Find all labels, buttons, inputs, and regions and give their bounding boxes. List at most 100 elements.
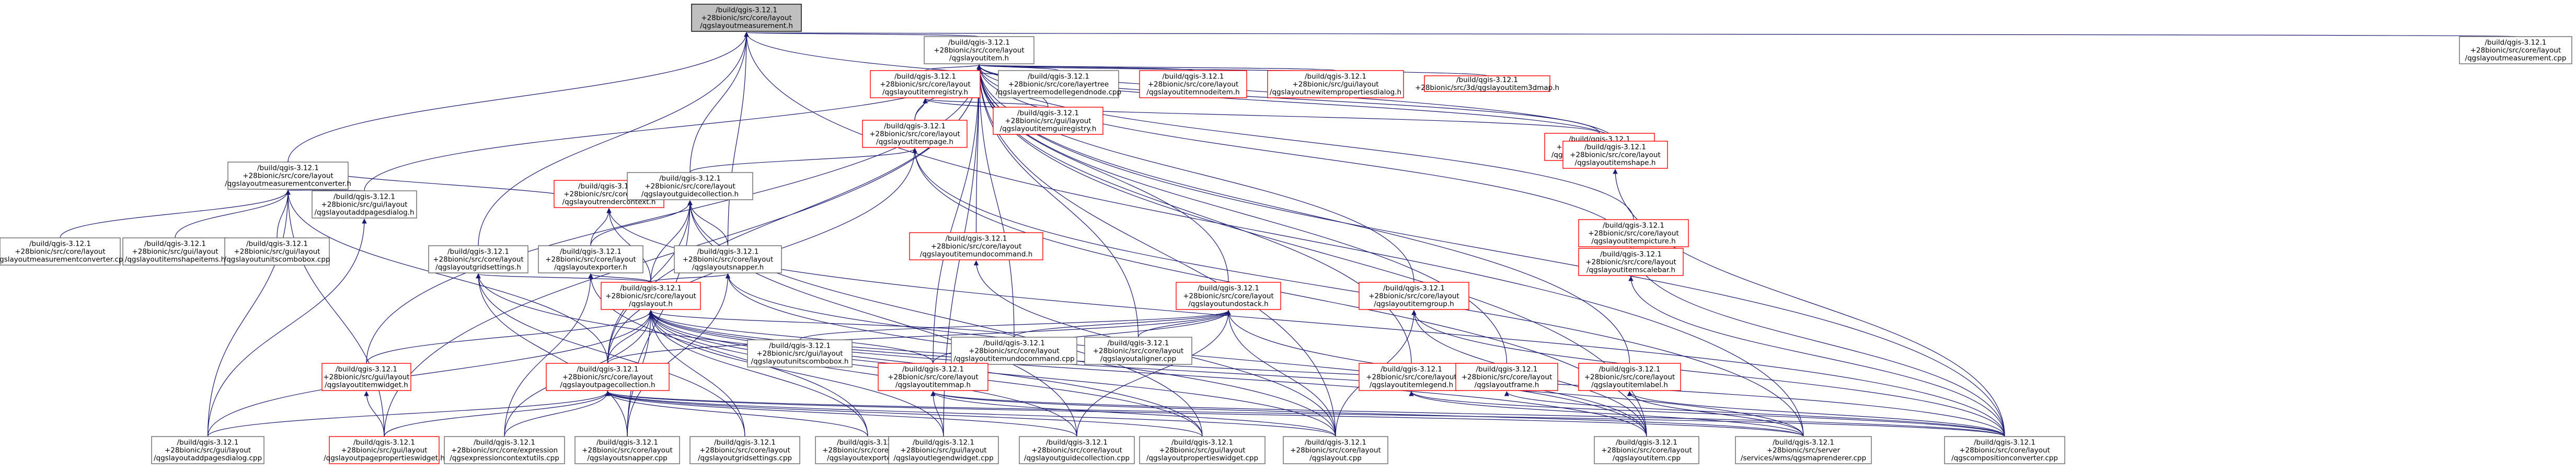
file-node[interactable]: /build/qgis-3.12.1+28bionic/src/core/lay… <box>538 245 643 273</box>
file-node[interactable]: /build/qgis-3.12.1+28bionic/src/core/lay… <box>428 245 528 273</box>
file-node[interactable]: /build/qgis-3.12.1+28bionic/src/core/lay… <box>862 120 968 148</box>
file-node[interactable]: /build/qgis-3.12.1+28bionic/src/core/lay… <box>909 232 1043 260</box>
dependency-edge <box>476 273 745 437</box>
file-node[interactable]: /build/qgis-3.12.1+28bionic/src/core/lay… <box>878 363 988 391</box>
file-node[interactable]: /build/qgis-3.12.1+28bionic/src/core/lay… <box>689 436 800 464</box>
file-node[interactable]: /build/qgis-3.12.1+28bionic/src/core/exp… <box>444 436 565 464</box>
file-node[interactable]: /build/qgis-3.12.1+28bionic/src/core/lay… <box>1084 337 1192 365</box>
dependency-edge <box>744 32 980 38</box>
file-node-label: +28bionic/src/core/layout <box>888 373 979 382</box>
dependency-edge <box>384 391 611 437</box>
dependency-edge <box>588 273 651 283</box>
dependency-edge <box>923 98 1049 108</box>
file-node-label: /qgslayoutitemundocommand.h <box>920 250 1033 259</box>
file-node-label: /qgslayoutmeasurementconverter.h <box>225 180 351 188</box>
file-node[interactable]: /build/qgis-3.12.1+28bionic/src/3d/qgsla… <box>1415 75 1559 92</box>
file-node[interactable]: /build/qgis-3.12.1+28bionic/src/gui/layo… <box>321 363 411 391</box>
file-node[interactable]: /build/qgis-3.12.1+28bionic/src/gui/layo… <box>324 436 445 464</box>
file-node[interactable]: /build/qgis-3.12.1+28bionic/src/gui/layo… <box>993 107 1103 135</box>
file-node[interactable]: /build/qgis-3.12.1+28bionic/src/core/lay… <box>2459 36 2572 64</box>
file-node[interactable]: /build/qgis-3.12.1+28bionic/src/core/lay… <box>546 363 670 391</box>
file-node-label: /qgslayoutitemundocommand.cpp <box>953 355 1075 363</box>
file-node[interactable]: /build/qgis-3.12.1+28bionic/src/gui/layo… <box>747 339 853 368</box>
file-node-label: /services/wms/qgsmaprenderer.cpp <box>1741 454 1866 463</box>
file-node[interactable]: /build/qgis-3.12.1+28bionic/src/gui/layo… <box>122 237 228 266</box>
file-node-label: /qgslayoutguidecollection.h <box>641 190 739 199</box>
file-node-label: /build/qgis-3.12.1 <box>246 240 308 248</box>
file-node-box <box>1944 436 2065 464</box>
file-node-label: /build/qgis-3.12.1 <box>894 73 956 81</box>
file-node[interactable]: /build/qgis-3.12.1+28bionic/src/core/lay… <box>0 237 128 266</box>
file-node-box <box>122 237 228 266</box>
file-node[interactable]: /build/qgis-3.12.1+28bionic/src/core/lay… <box>996 70 1121 98</box>
file-node[interactable]: /build/qgis-3.12.1+28bionic/src/gui/layo… <box>151 436 264 464</box>
file-node-label: /qgslayoutitem.h <box>949 54 1009 63</box>
dependency-edge <box>1504 391 2005 437</box>
file-node-label: +28bionic/src/core/layout <box>645 182 735 191</box>
file-node-label: +28bionic/src/gui/layout <box>323 373 409 382</box>
file-node[interactable]: /build/qgis-3.12.1+28bionic/src/gui/layo… <box>224 237 330 266</box>
file-node[interactable]: /build/qgis-3.12.1+28bionic/src/gui/layo… <box>1139 436 1266 464</box>
file-node[interactable]: /build/qgis-3.12.1+28bionic/src/gui/layo… <box>312 190 417 219</box>
file-node-box <box>329 436 440 464</box>
file-node[interactable]: /build/qgis-3.12.1+28bionic/src/core/lay… <box>225 162 351 190</box>
file-node-box <box>951 337 1077 365</box>
file-node-label: /qgslayoutlegendwidget.cpp <box>893 454 993 463</box>
file-node-label: +28bionic/src/3d/qgslayoutitem3dmap.h <box>1415 84 1559 92</box>
file-node[interactable]: /build/qgis-3.12.1+28bionic/src/core/lay… <box>1578 219 1689 247</box>
file-node-label: /build/qgis-3.12.1 <box>1305 439 1366 447</box>
file-node-label: /build/qgis-3.12.1 <box>983 339 1045 348</box>
file-node[interactable]: /build/qgis-3.12.1+28bionic/src/core/lay… <box>1019 436 1135 464</box>
file-node[interactable]: /build/qgis-3.12.1+28bionic/src/core/lay… <box>627 172 753 200</box>
file-node-label: /build/qgis-3.12.1 <box>334 193 395 201</box>
file-node-label: +28bionic/src/gui/layout <box>132 248 218 256</box>
file-node[interactable]: /build/qgis-3.12.1+28bionic/src/core/lay… <box>1359 363 1464 391</box>
file-node-label: /build/qgis-3.12.1 <box>913 439 974 447</box>
file-node-label: /build/qgis-3.12.1 <box>769 342 831 350</box>
file-node[interactable]: /build/qgis-3.12.1+28bionic/src/core/lay… <box>674 245 782 273</box>
file-node[interactable]: /build/qgis-3.12.1+28bionic/src/core/lay… <box>1139 70 1247 98</box>
file-node[interactable]: /build/qgis-3.12.1+28bionic/src/core/lay… <box>1359 282 1469 310</box>
file-node-label: +28bionic/src/core/layout <box>1366 373 1457 382</box>
file-node[interactable]: /build/qgis-3.12.1+28bionic/src/core/lay… <box>1176 282 1281 310</box>
file-node[interactable]: /build/qgis-3.12.1+28bionic/src/core/lay… <box>1562 141 1668 169</box>
file-node-label: /qgslayoutitemlegend.h <box>1370 381 1453 389</box>
file-node[interactable]: /build/qgis-3.12.1+28bionic/src/core/lay… <box>1455 363 1558 391</box>
dependency-edge <box>689 148 917 173</box>
file-node[interactable]: /build/qgis-3.12.1+28bionic/src/core/lay… <box>1283 436 1388 464</box>
file-node[interactable]: /build/qgis-3.12.1+28bionic/src/gui/layo… <box>888 436 999 464</box>
file-node[interactable]: /build/qgis-3.12.1+28bionic/src/core/lay… <box>601 282 701 310</box>
file-node[interactable]: /build/qgis-3.12.1+28bionic/src/core/lay… <box>870 70 981 98</box>
file-node[interactable]: /build/qgis-3.12.1+28bionic/src/core/lay… <box>1578 248 1684 276</box>
file-node-box <box>312 190 417 219</box>
file-node-label: +28bionic/src/core/layout <box>605 292 696 301</box>
dependency-edge <box>976 64 1336 437</box>
file-node[interactable]: /build/qgis-3.12.1+28bionic/src/core/lay… <box>691 4 802 32</box>
file-node-box <box>321 363 411 391</box>
file-node[interactable]: /build/qgis-3.12.1+28bionic/src/core/lay… <box>1594 436 1699 464</box>
file-node[interactable]: /build/qgis-3.12.1+28bionic/src/server/s… <box>1735 436 1872 464</box>
dependency-edge <box>366 64 982 364</box>
file-node-label: /build/qgis-3.12.1 <box>474 439 535 447</box>
file-node-box <box>1176 282 1281 310</box>
file-node-label: /qgslayoutitemregistry.h <box>882 88 968 97</box>
dependency-edge <box>277 190 291 238</box>
file-node-label: /qgslayoutundostack.h <box>1188 300 1268 308</box>
file-node[interactable]: /build/qgis-3.12.1+28bionic/src/core/lay… <box>1944 436 2065 464</box>
file-node[interactable]: /build/qgis-3.12.1+28bionic/src/core/lay… <box>951 337 1077 365</box>
file-node[interactable]: /build/qgis-3.12.1+28bionic/src/core/lay… <box>574 436 680 464</box>
file-node-label: +28bionic/src/core/layout <box>1183 292 1274 301</box>
file-node[interactable]: /build/qgis-3.12.1+28bionic/src/core/lay… <box>924 36 1034 64</box>
file-node[interactable]: /build/qgis-3.12.1+28bionic/src/core/lay… <box>1578 363 1681 391</box>
file-node-box <box>1139 436 1266 464</box>
file-node-label: /qgslayoutitemwidget.h <box>325 381 408 389</box>
dependency-edge <box>1409 391 2005 437</box>
dependency-edge <box>648 310 1077 437</box>
file-node-label: /build/qgis-3.12.1 <box>257 164 319 173</box>
file-node[interactable]: /build/qgis-3.12.1+28bionic/src/gui/layo… <box>1267 70 1404 98</box>
file-node-label: +28bionic/src/gui/layout <box>1005 117 1091 125</box>
file-node-label: /qgslayoutpagecollection.h <box>560 381 655 389</box>
file-node-box <box>627 172 753 200</box>
file-node-box <box>924 36 1034 64</box>
file-node-label: /build/qgis-3.12.1 <box>1198 284 1259 293</box>
